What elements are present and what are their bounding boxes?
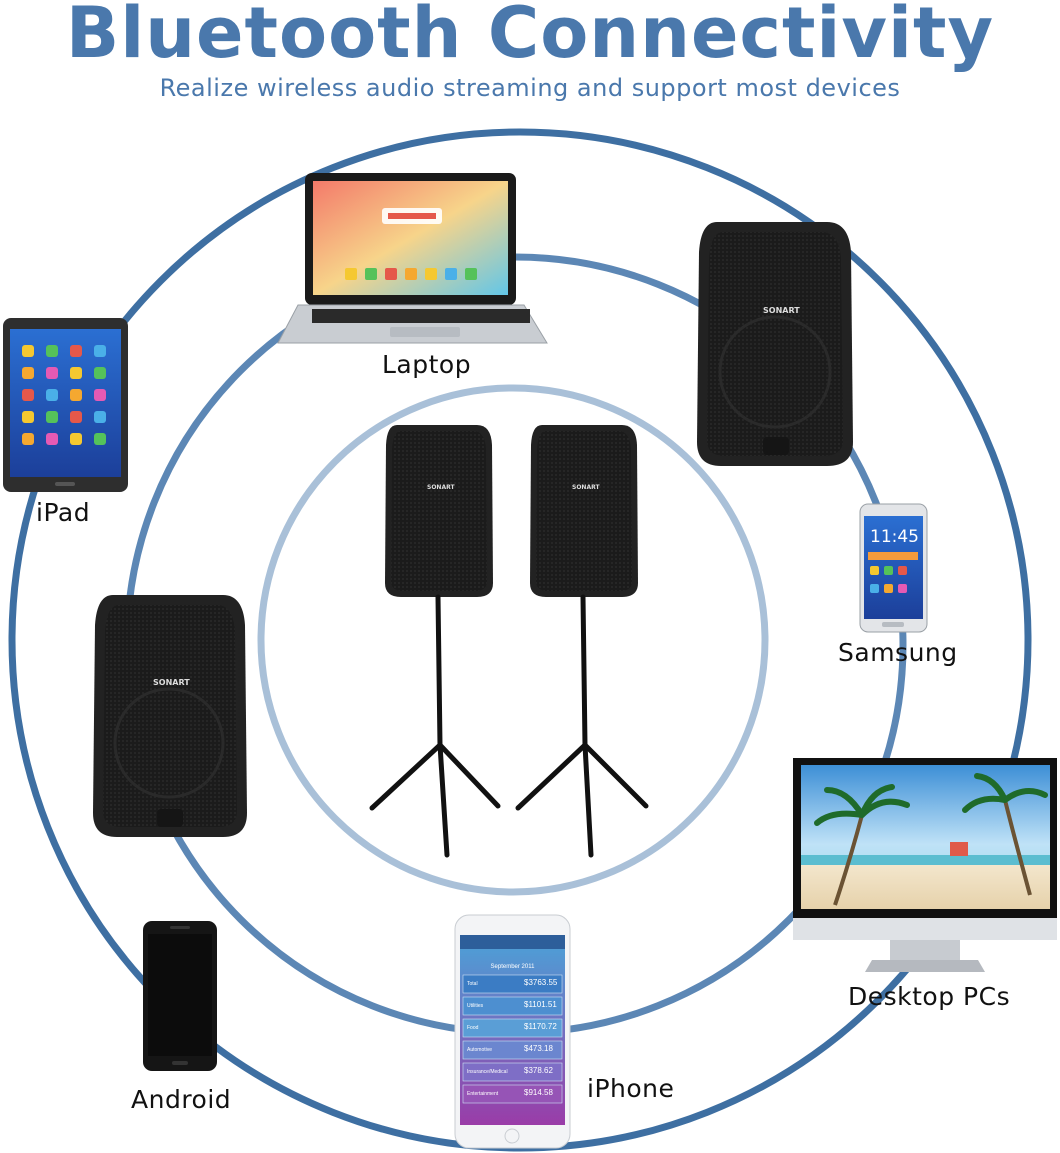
- ipad-app-icon: [22, 345, 34, 357]
- ipad-app-icon: [94, 345, 106, 357]
- label-desktop-pcs: Desktop PCs: [848, 982, 1011, 1011]
- speaker-brand: SONART: [153, 678, 190, 687]
- ipad-app-icon: [46, 411, 58, 423]
- ipad-app-icon: [22, 389, 34, 401]
- iphone-row-amount: $914.58: [524, 1088, 553, 1097]
- speaker-top-right: SONART: [697, 222, 853, 466]
- iphone-row-label: Insurance/Medical: [467, 1069, 508, 1075]
- label-ipad: iPad: [36, 498, 91, 527]
- speaker-brand: SONART: [572, 484, 600, 491]
- ipad-app-icon: [46, 345, 58, 357]
- ipad-app-icon: [22, 411, 34, 423]
- ipad-app-icon: [70, 367, 82, 379]
- ipad-app-icon: [94, 389, 106, 401]
- iphone-row-label: Utilities: [467, 1003, 484, 1009]
- iphone-row-amount: $473.18: [524, 1044, 553, 1053]
- iphone-row-label: Total: [467, 981, 478, 987]
- ipad-app-icon: [94, 411, 106, 423]
- samsung-clock: 11:45: [870, 527, 919, 547]
- ipad-app-icon: [22, 433, 34, 445]
- inner-ring: [257, 384, 769, 896]
- label-laptop: Laptop: [382, 350, 472, 379]
- samsung-image: 11:45: [859, 503, 928, 633]
- iphone-row-amount: $378.62: [524, 1066, 553, 1075]
- speaker-brand: SONART: [763, 306, 800, 315]
- ipad-app-icon: [70, 345, 82, 357]
- page-subtitle: Realize wireless audio streaming and sup…: [159, 74, 901, 102]
- android-image: [143, 921, 217, 1071]
- iphone-row-label: Entertainment: [467, 1091, 499, 1097]
- label-android: Android: [131, 1085, 232, 1114]
- label-iphone: iPhone: [587, 1074, 675, 1103]
- desktop-image: [793, 758, 1057, 972]
- speaker-brand: SONART: [427, 484, 455, 491]
- ipad-app-icon: [46, 433, 58, 445]
- ipad-app-icon: [70, 433, 82, 445]
- iphone-row-amount: $1101.51: [524, 1000, 557, 1009]
- ipad-app-icon: [94, 367, 106, 379]
- speaker-left: SONART: [93, 595, 247, 837]
- laptop-image: [277, 173, 548, 344]
- iphone-budget-row: [462, 974, 563, 994]
- ipad-app-icon: [70, 389, 82, 401]
- iphone-month: September 2011: [490, 964, 535, 970]
- ipad-app-icon: [46, 367, 58, 379]
- center-speaker-pair: SONART SONART: [369, 425, 649, 858]
- iphone-budget-row: [462, 1018, 563, 1038]
- ipad-image: [3, 318, 128, 492]
- ipad-app-icon: [46, 389, 58, 401]
- iphone-budget-row: [462, 1040, 563, 1060]
- iphone-budget-row: [462, 996, 563, 1016]
- label-samsung: Samsung: [838, 638, 958, 667]
- iphone-budget-row: [462, 1084, 563, 1104]
- iphone-row-amount: $3763.55: [524, 978, 558, 987]
- iphone-row-amount: $1170.72: [524, 1022, 557, 1031]
- iphone-image: [454, 914, 571, 1149]
- ipad-app-icon: [70, 411, 82, 423]
- iphone-budget-row: [462, 1062, 563, 1082]
- ipad-app-icon: [94, 433, 106, 445]
- page-title: Bluetooth Connectivity: [65, 0, 995, 74]
- iphone-row-label: Automotive: [467, 1047, 493, 1053]
- iphone-row-label: Food: [467, 1025, 479, 1031]
- ipad-app-icon: [22, 367, 34, 379]
